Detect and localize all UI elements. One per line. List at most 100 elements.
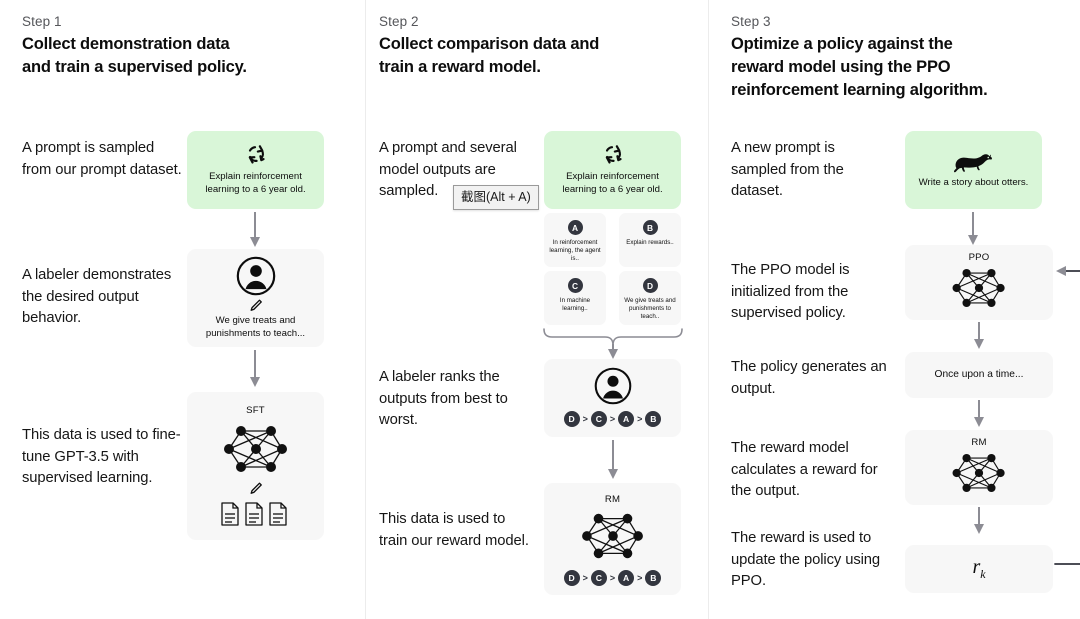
step-1-title-line-1: Collect demonstration data	[22, 35, 230, 53]
rank-badge: A	[618, 570, 635, 586]
step-2-prompt-text: Explain reinforcement learning to a 6 ye…	[562, 171, 663, 195]
step-1-labeler-text: We give treats and punishments to teach.…	[205, 314, 306, 339]
reward-value-symbol: r	[972, 556, 981, 578]
step-1-labeler-card[interactable]: We give treats and punishments to teach.…	[187, 249, 324, 347]
ranking-row-labeler: D > C > A > B	[563, 411, 662, 427]
person-icon	[594, 367, 632, 405]
step-3-title: Optimize a policy against the reward mod…	[731, 33, 1071, 102]
refresh-cycle-icon	[245, 143, 267, 165]
documents-icon	[220, 501, 292, 527]
step-3-new-prompt-card[interactable]: Write a story about otters.	[905, 131, 1042, 209]
output-badge-a: A	[567, 220, 583, 235]
step-3-title-line-2: reward model using the PPO	[731, 58, 951, 76]
output-option-a[interactable]: A In reinforcement learning, the agent i…	[544, 213, 606, 267]
output-text-c: In machine learning..	[559, 297, 591, 312]
rank-badge: B	[645, 411, 662, 427]
step-1-narrative-2: A labeler demonstrates the desired outpu…	[22, 267, 172, 326]
rank-gt: >	[609, 414, 616, 424]
step-3-arrow-2	[972, 322, 986, 350]
step-1-title: Collect demonstration data and train a s…	[22, 33, 352, 79]
rank-badge: D	[563, 411, 580, 427]
person-icon	[236, 256, 276, 296]
step-1-prompt-card[interactable]: Explain reinforcement learning to a 6 ye…	[187, 131, 324, 209]
output-badge-b: B	[642, 220, 658, 235]
output-badge-c: C	[567, 278, 583, 293]
step-3-ppo-card[interactable]: PPO	[905, 245, 1053, 320]
output-text-d: We give treats and punishments to teach.…	[624, 297, 676, 320]
neural-network-icon	[948, 264, 1010, 312]
refresh-cycle-icon	[602, 143, 624, 165]
step-3-reward-value-card[interactable]: rk	[905, 545, 1053, 593]
output-option-c[interactable]: C In machine learning..	[544, 271, 606, 325]
step-2-title-line-1: Collect comparison data and	[379, 35, 600, 53]
rank-badge: C	[590, 570, 607, 586]
step-1-arrow-1	[248, 212, 262, 248]
rank-badge: D	[563, 570, 580, 586]
step-3-narrative-5: The reward is used to update the policy …	[731, 530, 881, 589]
rank-badge: C	[590, 411, 607, 427]
step-2-narrative-2: A labeler ranks the outputs from best to…	[379, 369, 508, 428]
step-3-narrative-3: The policy generates an output.	[731, 359, 887, 397]
step-2-rm-title: RM	[604, 494, 621, 505]
step-3-reward-model-card[interactable]: RM	[905, 430, 1053, 505]
rank-badge: B	[645, 570, 662, 586]
rank-gt: >	[637, 573, 643, 583]
step-3-new-prompt-text: Write a story about otters.	[918, 176, 1029, 188]
step-1-prompt-text: Explain reinforcement learning to a 6 ye…	[205, 171, 306, 195]
rank-gt: >	[582, 573, 588, 583]
step-1-sft-title: SFT	[246, 405, 265, 416]
step-3-narrative-4: The reward model calculates a reward for…	[731, 440, 878, 499]
step-2-column: Step 2 Collect comparison data and train…	[366, 0, 708, 619]
step-3-generated-output-card[interactable]: Once upon a time...	[905, 352, 1053, 398]
step-3-ppo-title: PPO	[968, 252, 990, 263]
rank-gt: >	[609, 573, 616, 583]
step-3-title-line-3: reinforcement learning algorithm.	[731, 81, 988, 99]
reward-value-label: rk	[972, 556, 985, 582]
step-1-narrative-1: A prompt is sampled from our prompt data…	[22, 140, 182, 178]
step-3-feedback-loop-arrow	[1049, 266, 1080, 573]
neural-network-icon	[577, 508, 649, 564]
reward-value-subscript: k	[980, 567, 986, 581]
step-3-title-line-1: Optimize a policy against the	[731, 35, 953, 53]
output-option-d[interactable]: D We give treats and punishments to teac…	[619, 271, 681, 325]
step-3-arrow-4	[972, 507, 986, 535]
step-3-narrative-1: A new prompt is sampled from the dataset…	[731, 140, 844, 199]
output-badge-d: D	[642, 278, 658, 293]
step-2-ranking-card[interactable]: D > C > A > B	[544, 359, 681, 437]
neural-network-icon	[948, 449, 1010, 497]
step-3-rm-title: RM	[971, 437, 987, 448]
step-3-arrow-1	[966, 212, 980, 246]
step-2-narrative-1: A prompt and several model outputs are s…	[379, 140, 517, 199]
rank-badge: A	[618, 411, 635, 427]
step-1-sft-card[interactable]: SFT	[187, 392, 324, 540]
column-divider-1	[365, 0, 366, 619]
step-3-label: Step 3	[731, 14, 771, 29]
output-text-b: Explain rewards..	[626, 239, 674, 246]
step-1-arrow-2	[248, 350, 262, 388]
step-2-title-line-2: train a reward model.	[379, 58, 541, 76]
step-2-brace-arrow	[542, 326, 684, 360]
screenshot-tooltip: 截图(Alt + A)	[453, 185, 539, 210]
output-text-a: In reinforcement learning, the agent is.…	[549, 239, 601, 262]
step-1-title-line-2: and train a supervised policy.	[22, 58, 247, 76]
neural-network-icon	[219, 420, 293, 478]
step-2-reward-model-card[interactable]: RM	[544, 483, 681, 595]
step-2-label: Step 2	[379, 14, 419, 29]
column-divider-2	[708, 0, 709, 619]
step-2-arrow-2	[606, 440, 620, 480]
step-2-prompt-card[interactable]: Explain reinforcement learning to a 6 ye…	[544, 131, 681, 209]
pencil-icon	[249, 481, 263, 495]
step-3-column: Step 3 Optimize a policy against the rew…	[709, 0, 1080, 619]
step-2-narrative-3: This data is used to train our reward mo…	[379, 511, 529, 549]
step-3-narrative-2: The PPO model is initialized from the su…	[731, 262, 850, 321]
otter-icon	[951, 151, 997, 173]
step-1-column: Step 1 Collect demonstration data and tr…	[0, 0, 365, 619]
ranking-row-rm: D > C > A > B	[563, 570, 662, 586]
step-3-generated-output-text: Once upon a time...	[934, 368, 1024, 380]
step-1-label: Step 1	[22, 14, 62, 29]
step-3-arrow-3	[972, 400, 986, 428]
rank-gt: >	[637, 414, 643, 424]
step-1-narrative-3: This data is used to fine-tune GPT-3.5 w…	[22, 427, 181, 486]
output-option-b[interactable]: B Explain rewards..	[619, 213, 681, 267]
